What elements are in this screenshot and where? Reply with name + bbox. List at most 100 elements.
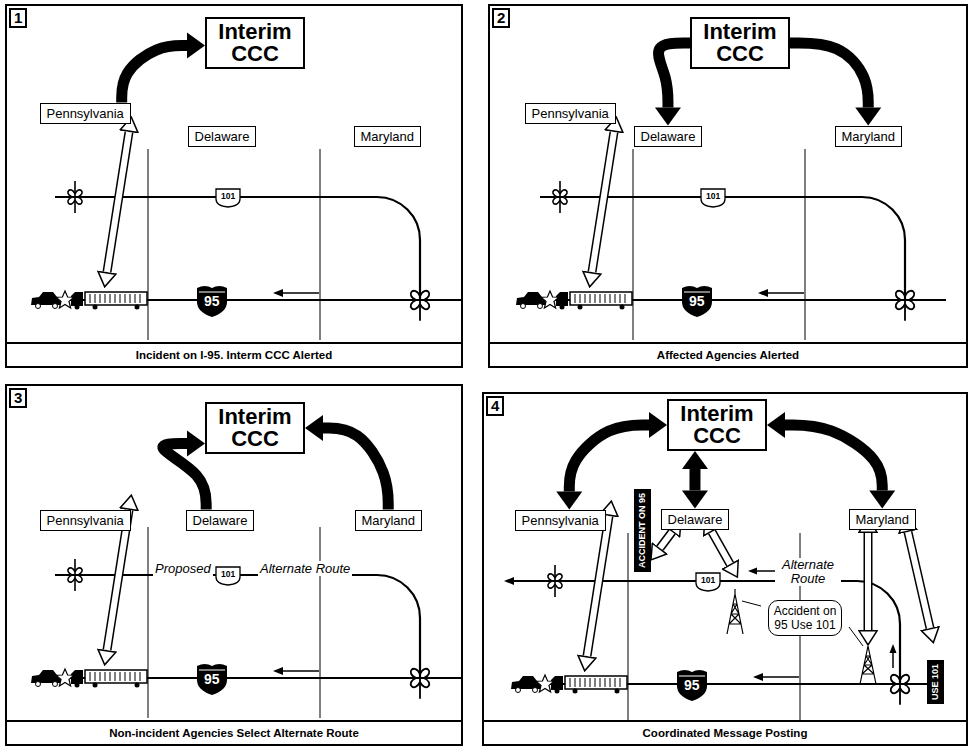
panel-frame: 2Affected Agencies Alerted Interim CCC Pen… <box>488 4 968 368</box>
route-shield-number: 101 <box>706 191 720 201</box>
agency-box: Delaware <box>188 126 257 147</box>
route-shield-number: 95 <box>689 294 705 309</box>
panel-frame: 1Incident on I-95. Interm CCC Alerted Int… <box>5 4 463 368</box>
box-label: Pennsylvania <box>532 106 609 121</box>
flow-arrow <box>689 469 700 491</box>
road-label: Alternate Route <box>258 561 352 576</box>
box-label: Maryland <box>842 129 895 144</box>
arrow-head <box>556 492 582 510</box>
map-drawing <box>727 589 743 634</box>
agency-box: Delaware <box>661 509 730 530</box>
sign-text: USE 101 <box>930 664 941 700</box>
box-label: Interim CCC <box>673 403 761 447</box>
map-drawing <box>865 533 871 630</box>
flow-arrow-group <box>655 43 690 126</box>
map-drawing <box>890 644 897 653</box>
map-drawing <box>742 601 863 646</box>
road-map <box>516 132 946 340</box>
agency-box: Pennsylvania <box>515 510 606 531</box>
agency-box: Pennsylvania <box>40 103 131 124</box>
arrow-head <box>682 451 708 469</box>
agency-box: Pennsylvania <box>40 510 131 531</box>
road-map <box>31 132 461 340</box>
flow-arrow-group <box>767 412 895 509</box>
panel-number: 4 <box>486 396 504 416</box>
arrow-head <box>869 491 895 509</box>
arrow-head <box>655 108 681 126</box>
callout-box: Accident on 95 Use 101 <box>768 600 842 636</box>
arrow-head <box>187 33 205 59</box>
box-label: Interim CCC <box>211 21 299 65</box>
map-drawing <box>864 533 873 630</box>
agency-box: Delaware <box>186 510 255 531</box>
map-drawing <box>727 589 743 634</box>
road-label: Alternate Route <box>775 558 841 586</box>
route-shield-number: 101 <box>701 575 715 585</box>
route-shield-number: 95 <box>204 672 220 687</box>
route-shield-number: 95 <box>204 294 220 309</box>
center-box: Interim CCC <box>205 402 305 454</box>
map-drawing <box>908 532 930 628</box>
box-label: Interim CCC <box>211 406 299 450</box>
arrow-head <box>649 412 667 438</box>
agency-box: Pennsylvania <box>525 103 616 124</box>
box-label: Pennsylvania <box>47 106 124 121</box>
panel-frame: 4Coordinated Message Posting Interim CCC P… <box>482 392 968 746</box>
map-drawing <box>908 532 930 628</box>
message-sign: ACCIDENT ON 95 <box>634 489 651 572</box>
map-drawing <box>504 577 514 585</box>
arrow-head <box>305 415 323 441</box>
box-label: Maryland <box>362 513 415 528</box>
panel-number: 3 <box>9 388 27 408</box>
arrow-head <box>187 431 205 457</box>
route-shield-number: 95 <box>684 678 700 693</box>
sign-text: ACCIDENT ON 95 <box>637 493 648 568</box>
box-label: Maryland <box>856 512 909 527</box>
panel-caption: Coordinated Message Posting <box>484 720 966 744</box>
panel-caption: Incident on I-95. Interm CCC Alerted <box>7 342 461 366</box>
callout-text: Accident on 95 Use 101 <box>772 604 838 632</box>
road-map <box>511 516 941 724</box>
panel-number: 1 <box>9 8 27 28</box>
map-drawing <box>660 532 672 548</box>
panel-caption: Affected Agencies Alerted <box>490 342 966 366</box>
center-box: Interim CCC <box>690 17 790 69</box>
route-shield-number: 101 <box>221 569 235 579</box>
flow-arrow-group <box>682 451 708 509</box>
agency-box: Maryland <box>835 126 902 147</box>
agency-box: Maryland <box>355 510 422 531</box>
agency-box: Maryland <box>354 126 421 147</box>
box-label: Delaware <box>641 129 696 144</box>
panel-number: 2 <box>492 8 510 28</box>
message-sign: USE 101 <box>927 660 944 704</box>
box-label: Maryland <box>361 129 414 144</box>
box-label: Pennsylvania <box>47 513 124 528</box>
arrow-head <box>767 412 785 438</box>
box-label: Pennsylvania <box>522 513 599 528</box>
box-label: Delaware <box>668 512 723 527</box>
flow-arrow <box>323 428 388 510</box>
flow-arrow <box>569 425 649 492</box>
map-drawing <box>860 646 876 684</box>
map-drawing <box>512 580 555 582</box>
map-drawing <box>860 646 876 684</box>
box-label: Delaware <box>193 513 248 528</box>
map-drawing <box>892 652 894 668</box>
flow-arrow-group <box>163 431 206 510</box>
map-drawing <box>748 568 757 575</box>
box-label: Delaware <box>195 129 250 144</box>
flow-arrow <box>659 43 690 108</box>
arrow-head <box>855 108 881 126</box>
flow-arrow <box>122 46 187 103</box>
flow-arrow-group <box>305 415 388 510</box>
flow-arrow <box>785 425 882 491</box>
message-routing <box>504 532 930 684</box>
route-shield-number: 101 <box>221 191 235 201</box>
arrow-head <box>682 491 708 509</box>
center-box: Interim CCC <box>667 399 767 451</box>
box-label: Interim CCC <box>696 21 784 65</box>
map-drawing <box>712 532 730 564</box>
road-label: Proposed <box>153 561 213 576</box>
